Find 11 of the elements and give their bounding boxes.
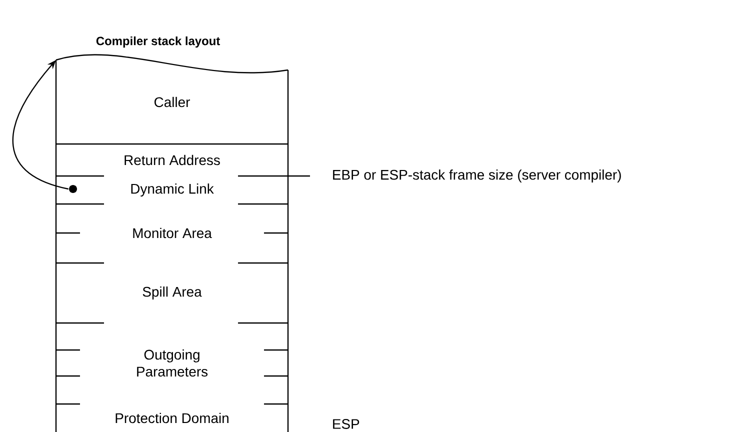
- stack-slot: Protection Domain: [116, 412, 228, 424]
- link-dot: [69, 185, 77, 193]
- stack-slot: Return Address: [124, 154, 220, 166]
- stack-slot: Monitor Area: [133, 228, 212, 238]
- stack-slot: Dynamic Link: [131, 184, 214, 196]
- title: Compiler stack layout: [96, 36, 220, 48]
- stack-slot: Caller: [55, 54, 289, 145]
- side-label: EBP or ESP-stack frame size (server compiler): [333, 170, 621, 182]
- stack-slot: Spill Area: [142, 286, 202, 300]
- side-label: ESP: [333, 419, 360, 429]
- stack-slot: Outgoing Parameters: [137, 349, 208, 377]
